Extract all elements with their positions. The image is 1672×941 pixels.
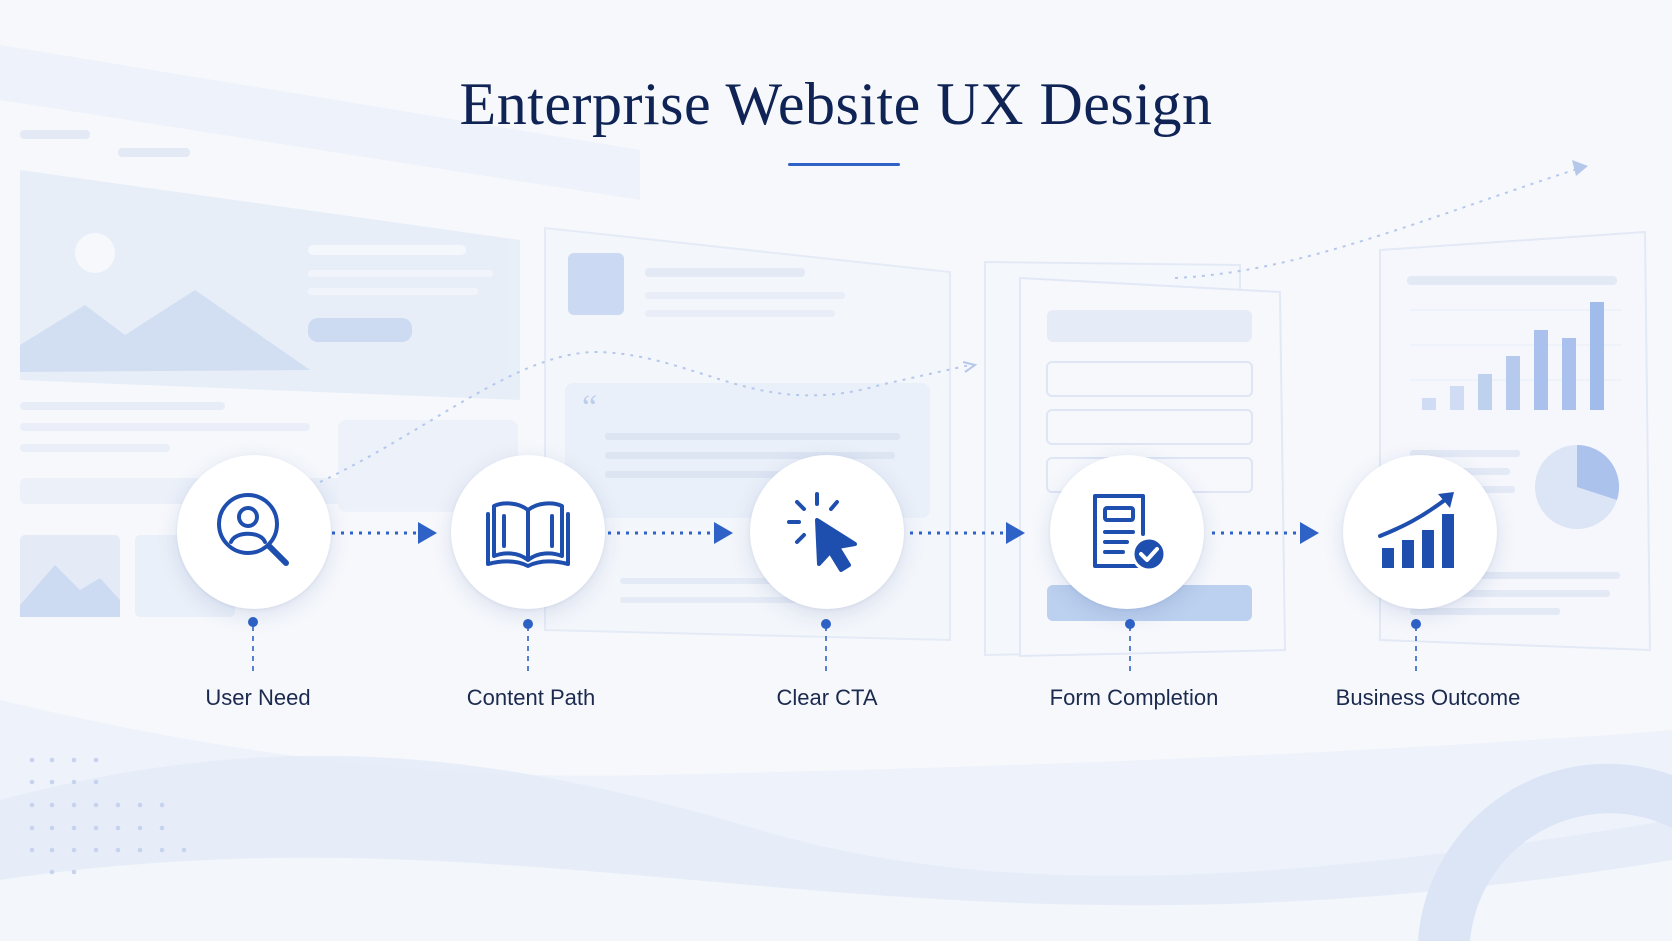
svg-text:“: “: [582, 389, 597, 426]
title-underline: [788, 163, 900, 166]
step-label-clear-cta: Clear CTA: [776, 685, 878, 710]
dot-grid-decoration: [29, 757, 187, 875]
open-book-icon: [486, 501, 570, 568]
connector-dot-3: [821, 619, 831, 629]
step-label-form-completion: Form Completion: [1049, 685, 1219, 710]
page-title: Enterprise Website UX Design: [459, 71, 1213, 137]
step-label-user-need: User Need: [205, 685, 311, 710]
step-content-path: [451, 455, 605, 609]
arrowhead-4: [1300, 522, 1319, 544]
step-business-outcome: [1343, 455, 1497, 609]
connector-dot-2: [523, 619, 533, 629]
step-label-business-outcome: Business Outcome: [1335, 685, 1521, 710]
step-form-completion: [1050, 455, 1204, 609]
step-label-content-path: Content Path: [466, 685, 596, 710]
arrowhead-1: [418, 522, 437, 544]
connector-dot-4: [1125, 619, 1135, 629]
connector-dot-1: [248, 617, 258, 627]
form-check-icon: [1093, 494, 1167, 572]
cursor-click-icon: [787, 492, 857, 572]
growth-chart-icon: [1378, 492, 1454, 568]
user-search-icon: [217, 493, 289, 566]
connector-dot-5: [1411, 619, 1421, 629]
step-clear-cta: [750, 455, 904, 609]
arrowhead-3: [1006, 522, 1025, 544]
step-user-need: [177, 455, 331, 609]
arrowhead-2: [714, 522, 733, 544]
